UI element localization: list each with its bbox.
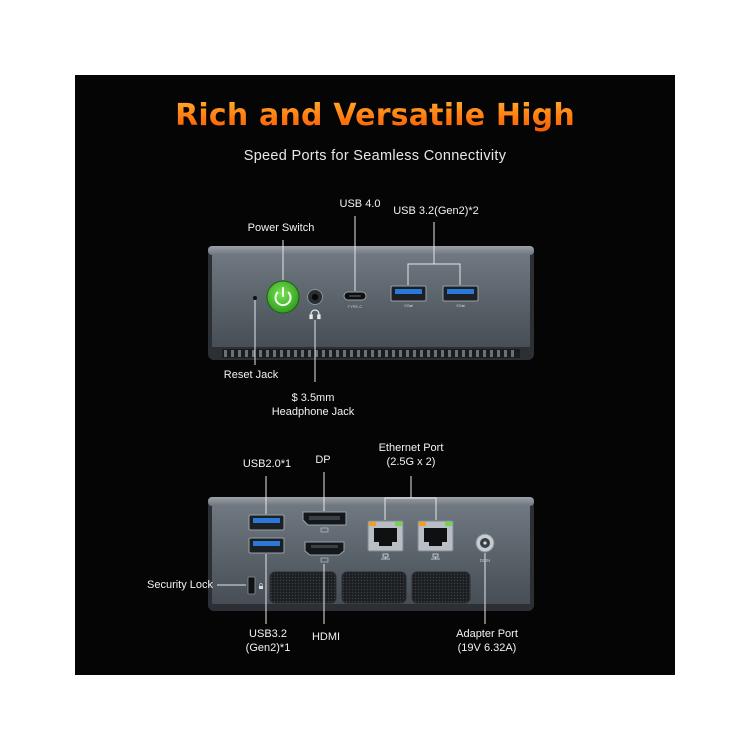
- ethernet-port-2[interactable]: [417, 520, 454, 552]
- front-vents: [222, 349, 520, 358]
- headphone-jack[interactable]: [307, 289, 323, 305]
- ethernet-line2: (2.5G x 2): [386, 456, 436, 468]
- hdmi-mark: [320, 557, 329, 563]
- network-icon: [431, 553, 440, 560]
- network-icon: [381, 553, 390, 560]
- type-c-mark: TYPE-C: [348, 304, 363, 309]
- dc-in-port[interactable]: [475, 533, 495, 553]
- usb32-rear-line1: USB3.2: [249, 628, 287, 640]
- reset-pinhole[interactable]: [253, 296, 257, 300]
- hdmi-port[interactable]: [304, 541, 345, 556]
- displayport[interactable]: [302, 511, 347, 526]
- ss-mark-front-2: SS⇄: [456, 303, 465, 308]
- label-dp: DP: [315, 454, 331, 466]
- label-hdmi: HDMI: [311, 631, 341, 643]
- power-icon: [274, 287, 292, 307]
- front-unit: TYPE-C SS⇄ SS⇄: [208, 246, 534, 360]
- ss-mark-front-1: SS⇄: [404, 303, 413, 308]
- label-adapter-port: Adapter Port (19V 6.32A): [456, 627, 518, 655]
- headphone-icon: [309, 309, 321, 320]
- label-security-lock: Security Lock: [147, 579, 214, 591]
- page-title: Rich and Versatile High: [0, 98, 750, 133]
- label-usb20: USB2.0*1: [242, 458, 292, 470]
- rear-unit: DCIN: [208, 497, 534, 611]
- security-lock-slot[interactable]: [247, 576, 256, 595]
- label-ethernet: Ethernet Port (2.5G x 2): [379, 441, 444, 469]
- page-subtitle: Speed Ports for Seamless Connectivity: [243, 148, 507, 164]
- ethernet-line1: Ethernet Port: [378, 442, 444, 454]
- label-usb32-rear: USB3.2 (Gen2)*1: [246, 627, 291, 655]
- rear-leader-lines: [217, 472, 486, 624]
- front-leader-lines: [254, 216, 461, 382]
- label-headphone-jack: $ 3.5mm Headphone Jack: [272, 391, 355, 419]
- label-usb32-front: USB 3.2(Gen2)*2: [393, 205, 479, 217]
- headphone-line1: $ 3.5mm: [291, 392, 335, 404]
- usb-c-port[interactable]: [343, 291, 367, 301]
- label-power-switch: Power Switch: [247, 222, 315, 234]
- usb32-rear-line2: (Gen2)*1: [245, 642, 291, 654]
- adapter-line1: Adapter Port: [456, 628, 518, 640]
- usb-a-port-front-1[interactable]: [390, 285, 427, 302]
- label-reset-jack: Reset Jack: [223, 369, 279, 381]
- dp-mark: [320, 527, 329, 533]
- adapter-line2: (19V 6.32A): [457, 642, 517, 654]
- usb-a-port-rear-usb32[interactable]: [248, 537, 285, 554]
- usb-a-port-rear-usb20[interactable]: [248, 514, 285, 531]
- headphone-line2: Headphone Jack: [271, 406, 355, 418]
- ethernet-port-1[interactable]: [367, 520, 404, 552]
- label-usb4: USB 4.0: [339, 198, 381, 210]
- lock-icon: [259, 583, 263, 589]
- rear-vents: [269, 571, 471, 604]
- usb-a-port-front-2[interactable]: [442, 285, 479, 302]
- power-button[interactable]: [266, 280, 300, 314]
